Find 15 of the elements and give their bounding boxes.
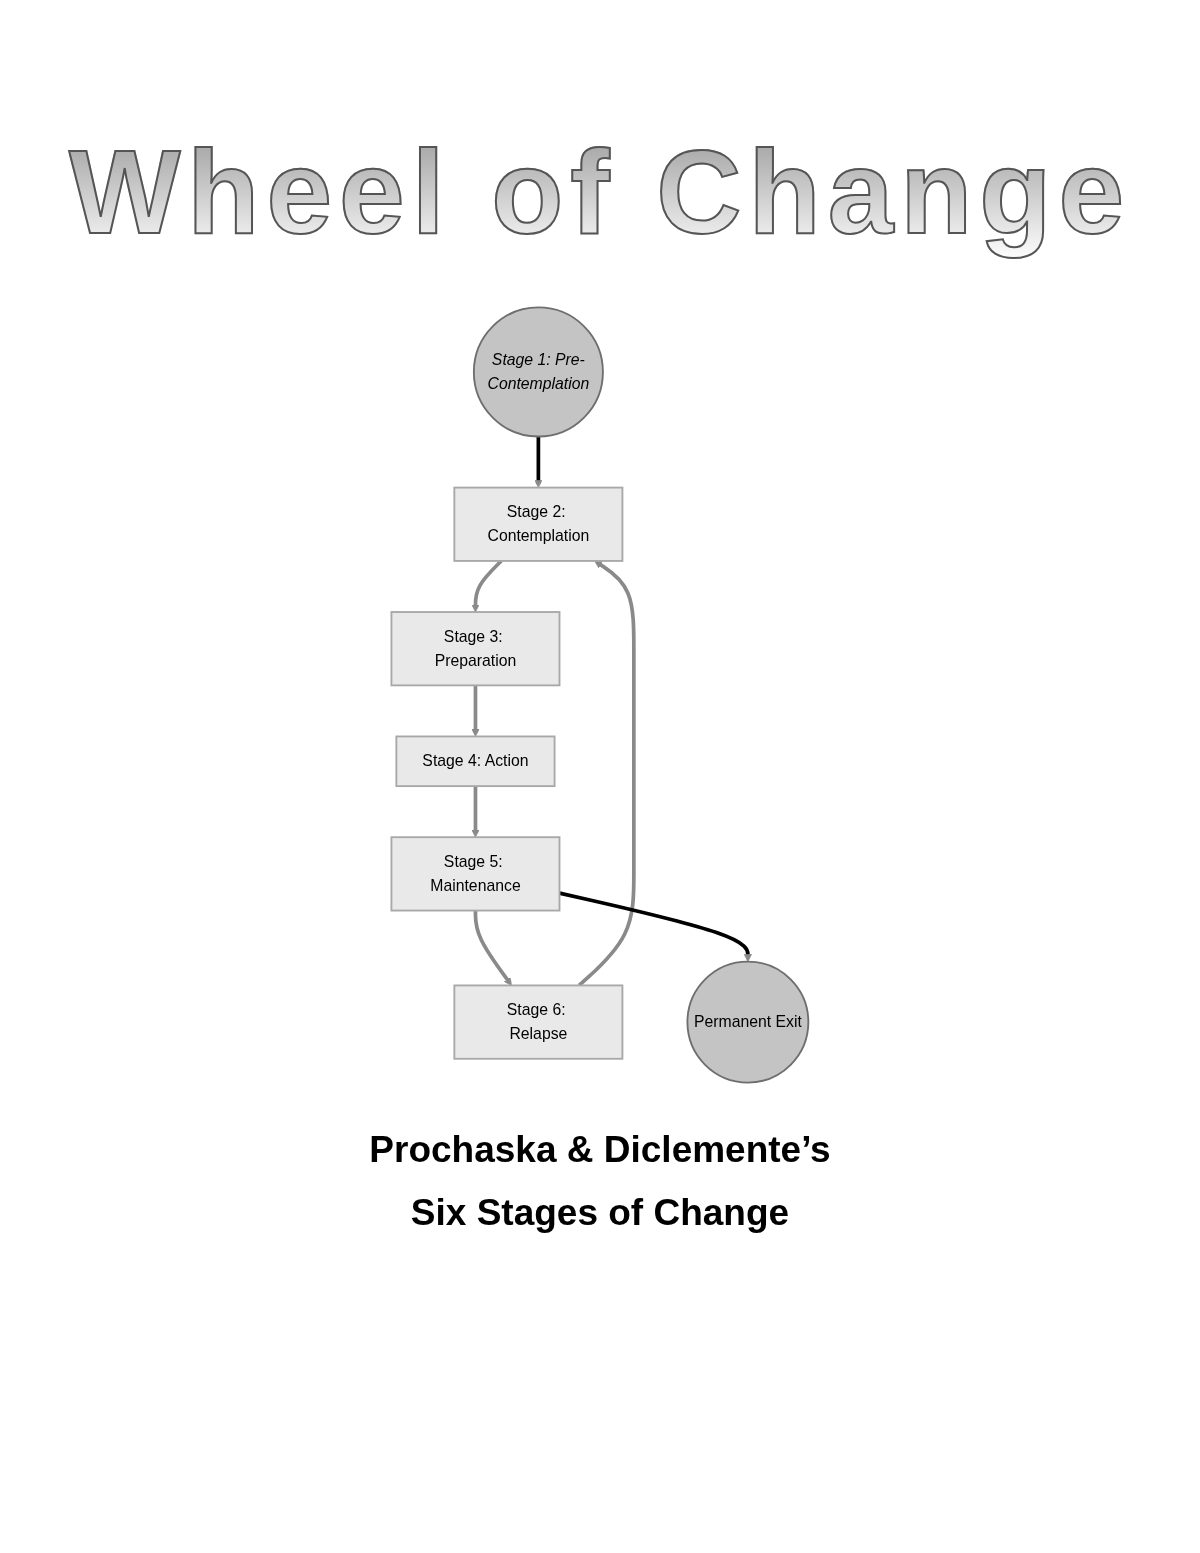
node-box: Stage 3: Preparation bbox=[390, 611, 561, 687]
node-box: Stage 6: Relapse bbox=[453, 984, 624, 1060]
node-box: Stage 5: Maintenance bbox=[390, 836, 561, 912]
arrow bbox=[577, 560, 636, 987]
node-box: Stage 4: Action bbox=[395, 735, 556, 788]
arrow bbox=[534, 436, 543, 488]
node-circle: Permanent Exit bbox=[686, 960, 810, 1084]
node-circle: Stage 1: Pre-Contemplation bbox=[473, 306, 604, 438]
caption: Prochaska & Diclemente’s Six Stages of Change bbox=[368, 1128, 832, 1235]
node-box: Stage 2: Contemplation bbox=[453, 486, 624, 562]
arrow bbox=[559, 891, 753, 962]
arrow bbox=[473, 910, 513, 986]
arrow bbox=[471, 786, 480, 838]
arrow bbox=[471, 685, 480, 737]
arrow bbox=[471, 559, 503, 613]
